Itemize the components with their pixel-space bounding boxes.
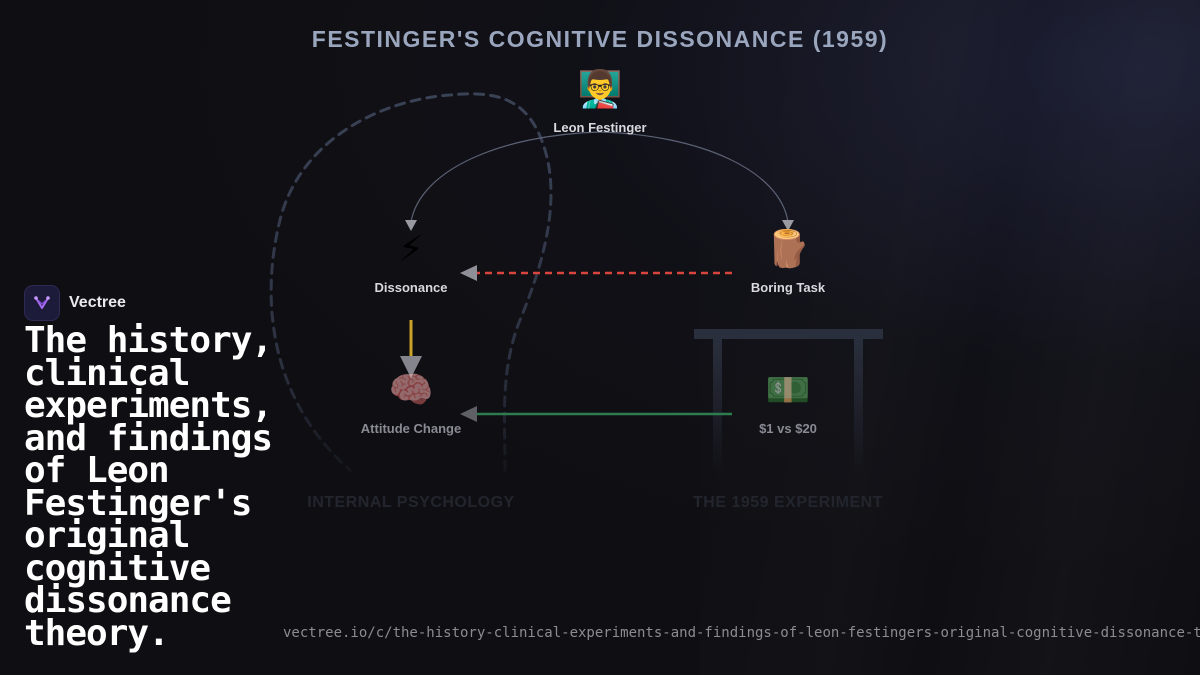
festinger-to-dissonance-arrowhead xyxy=(405,220,417,231)
experiment-label: THE 1959 EXPERIMENT xyxy=(693,494,883,511)
festinger-to-boring-task-arrow xyxy=(599,131,789,223)
internal-psychology-boundary xyxy=(269,92,553,472)
dissonance-to-attitude-arrowhead xyxy=(400,356,422,378)
brand: Vectree xyxy=(24,285,126,321)
boring-task-to-dissonance-arrowhead xyxy=(460,265,477,281)
attitude-change-label: Attitude Change xyxy=(360,421,462,436)
boring-task-label: Boring Task xyxy=(750,280,826,295)
payment-label: $1 vs $20 xyxy=(759,421,817,436)
experiment-frame xyxy=(694,329,883,474)
festinger-to-boring-task-arrowhead xyxy=(782,220,794,231)
wood-log-icon: 🪵 xyxy=(765,229,811,270)
festinger-to-dissonance-arrow xyxy=(410,131,601,223)
diagram-title: FESTINGER'S COGNITIVE DISSONANCE (1959) xyxy=(311,26,889,52)
lightning-icon: ⚡ xyxy=(398,229,424,270)
festinger-avatar-icon: 👨‍🏫 xyxy=(577,69,623,110)
money-icon: 💵 xyxy=(765,370,811,411)
brand-name: Vectree xyxy=(69,294,126,311)
dissonance-label: Dissonance xyxy=(374,280,448,295)
headline: The history, clinical experiments, and f… xyxy=(24,320,273,654)
payment-to-attitude-arrowhead xyxy=(460,406,477,422)
page-url[interactable]: vectree.io/c/the-history-clinical-experi… xyxy=(283,625,1200,641)
internal-psychology-label: INTERNAL PSYCHOLOGY xyxy=(307,494,515,511)
brain-icon: 🧠 xyxy=(388,370,434,411)
vectree-logo-icon xyxy=(24,285,60,321)
festinger-label: Leon Festinger xyxy=(553,120,647,135)
